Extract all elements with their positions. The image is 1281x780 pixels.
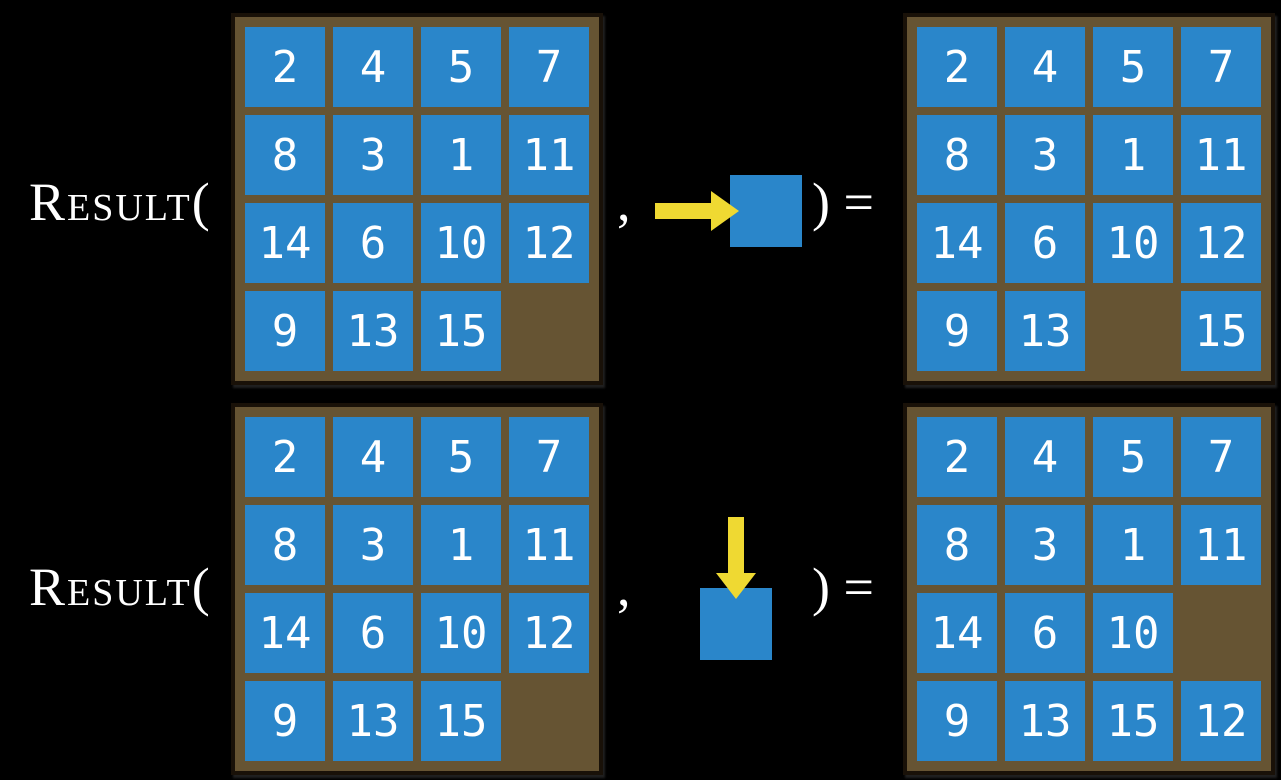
tile-11: 11 <box>509 505 589 585</box>
tile-2: 2 <box>917 417 997 497</box>
tile-2: 2 <box>245 27 325 107</box>
tile-11: 11 <box>1181 505 1261 585</box>
blank-cell <box>1181 593 1261 673</box>
tile-15: 15 <box>1093 681 1173 761</box>
tile-3: 3 <box>333 505 413 585</box>
tile-15: 15 <box>421 681 501 761</box>
tile-12: 12 <box>509 203 589 283</box>
tile-14: 14 <box>245 593 325 673</box>
tile-4: 4 <box>333 417 413 497</box>
tile-6: 6 <box>1005 203 1085 283</box>
tile-7: 7 <box>1181 27 1261 107</box>
tile-13: 13 <box>333 681 413 761</box>
tile-6: 6 <box>333 593 413 673</box>
tile-13: 13 <box>1005 291 1085 371</box>
tile-6: 6 <box>1005 593 1085 673</box>
blank-cell <box>1093 291 1173 371</box>
tile-9: 9 <box>917 681 997 761</box>
tile-14: 14 <box>917 593 997 673</box>
tile-2: 2 <box>245 417 325 497</box>
tile-9: 9 <box>245 291 325 371</box>
tile-7: 7 <box>509 27 589 107</box>
close-paren-equals-2: ) = <box>812 557 874 617</box>
tile-10: 10 <box>421 593 501 673</box>
tile-12: 12 <box>1181 203 1261 283</box>
tile-13: 13 <box>333 291 413 371</box>
tile-14: 14 <box>917 203 997 283</box>
tile-5: 5 <box>1093 417 1173 497</box>
tile-4: 4 <box>1005 417 1085 497</box>
tile-7: 7 <box>1181 417 1261 497</box>
tile-8: 8 <box>917 505 997 585</box>
tile-10: 10 <box>1093 203 1173 283</box>
tile-5: 5 <box>421 417 501 497</box>
tile-8: 8 <box>245 505 325 585</box>
tile-8: 8 <box>917 115 997 195</box>
close-paren-equals-1: ) = <box>812 172 874 232</box>
comma-separator-2: , <box>617 557 631 617</box>
tile-1: 1 <box>1093 115 1173 195</box>
tile-3: 3 <box>1005 505 1085 585</box>
tile-7: 7 <box>509 417 589 497</box>
tile-5: 5 <box>1093 27 1173 107</box>
tile-3: 3 <box>1005 115 1085 195</box>
tile-6: 6 <box>333 203 413 283</box>
tile-1: 1 <box>1093 505 1173 585</box>
tile-5: 5 <box>421 27 501 107</box>
tile-12: 12 <box>509 593 589 673</box>
result-function-label-2: Result( <box>29 557 212 617</box>
tile-15: 15 <box>421 291 501 371</box>
move-down-arrow-icon <box>716 517 756 599</box>
tile-1: 1 <box>421 505 501 585</box>
tile-12: 12 <box>1181 681 1261 761</box>
tile-9: 9 <box>245 681 325 761</box>
tile-10: 10 <box>421 203 501 283</box>
tile-4: 4 <box>1005 27 1085 107</box>
tile-15: 15 <box>1181 291 1261 371</box>
action-tile-right <box>730 175 802 247</box>
tile-1: 1 <box>421 115 501 195</box>
tile-14: 14 <box>245 203 325 283</box>
tile-3: 3 <box>333 115 413 195</box>
tile-2: 2 <box>917 27 997 107</box>
tile-10: 10 <box>1093 593 1173 673</box>
action-tile-down <box>700 588 772 660</box>
tile-4: 4 <box>333 27 413 107</box>
tile-8: 8 <box>245 115 325 195</box>
move-right-arrow-icon <box>655 191 739 231</box>
tile-11: 11 <box>1181 115 1261 195</box>
blank-cell <box>509 681 589 761</box>
blank-cell <box>509 291 589 371</box>
result-function-label-1: Result( <box>29 172 212 232</box>
tile-11: 11 <box>509 115 589 195</box>
tile-9: 9 <box>917 291 997 371</box>
comma-separator-1: , <box>617 172 631 232</box>
tile-13: 13 <box>1005 681 1085 761</box>
